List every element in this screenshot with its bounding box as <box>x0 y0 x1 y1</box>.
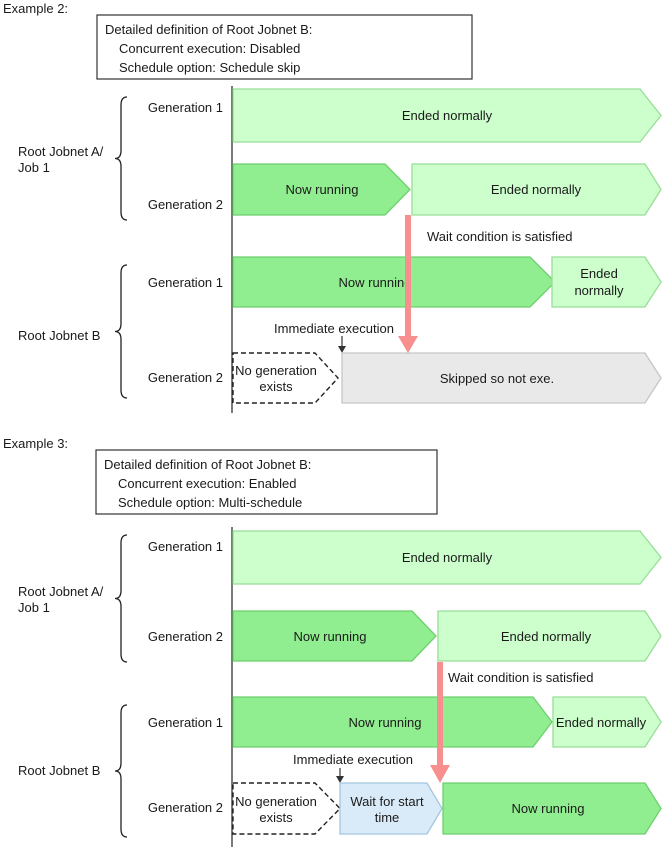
example2-a2-ended-label: Ended normally <box>491 182 582 197</box>
example2-b2-no-generation-shape <box>232 352 339 404</box>
example3-title: Example 3: <box>3 436 68 451</box>
example2-b1-ended-bar <box>551 256 662 308</box>
example2-definition-box <box>96 14 473 80</box>
example2-a2-running-bar <box>232 163 411 216</box>
example2-b2-no-generation-line1: No generation <box>235 363 317 378</box>
example3-definition-box <box>95 449 438 515</box>
example2-immediate-execution-label: Immediate execution <box>274 321 394 336</box>
example3-b1-running-bar <box>232 696 553 748</box>
example2-gen-b2-label: Generation 2 <box>148 370 223 385</box>
example3-gen-a2-label: Generation 2 <box>148 629 223 644</box>
example3-gen-a1-label: Generation 1 <box>148 539 223 554</box>
example3-b2-no-generation-line2: exists <box>259 810 293 825</box>
example3-a1-ended-bar <box>232 530 662 585</box>
example3-b2-wait-label-line2: time <box>375 810 400 825</box>
example2-immediate-arrow-head <box>338 346 346 353</box>
example2-wait-condition-label: Wait condition is satisfied <box>427 229 572 244</box>
example2-root-jobnet-a-label-line2: Job 1 <box>18 160 50 175</box>
example2-b1-running-bar <box>232 256 556 308</box>
example3-b2-no-generation-shape <box>232 782 341 835</box>
example2-b2-skipped-label: Skipped so not exe. <box>440 371 554 386</box>
example2-b2-skipped-bar <box>341 352 662 404</box>
example3-a2-ended-bar <box>437 610 662 662</box>
example3-b1-running-label: Now running <box>349 715 422 730</box>
example3-jobnet-b-brace <box>114 704 128 838</box>
example3-b2-running-label: Now running <box>512 801 585 816</box>
example2-a1-ended-bar <box>232 88 662 143</box>
example2-root-jobnet-a-label-line1: Root Jobnet A/ <box>18 144 104 159</box>
example2-gen-a2-label: Generation 2 <box>148 197 223 212</box>
example3-wait-arrow-head <box>430 765 450 783</box>
example2-a2-running-label: Now running <box>286 182 359 197</box>
example3-b2-no-generation-line1: No generation <box>235 794 317 809</box>
example2-b1-running-label: Now running <box>339 275 412 290</box>
example3-definition-line2: Concurrent execution: Enabled <box>118 476 297 491</box>
example3-definition-line1: Detailed definition of Root Jobnet B: <box>104 457 311 472</box>
example3-wait-condition-label: Wait condition is satisfied <box>448 670 593 685</box>
example2-a2-ended-bar <box>411 163 662 216</box>
example3-root-jobnet-a-label-line1: Root Jobnet A/ <box>18 584 104 599</box>
example2-title: Example 2: <box>3 1 68 16</box>
example2-root-jobnet-b-label: Root Jobnet B <box>18 328 100 343</box>
example2-b2-no-generation-line2: exists <box>259 379 293 394</box>
example3-b2-wait-bar <box>339 782 443 835</box>
example2-a1-ended-label: Ended normally <box>402 108 493 123</box>
example3-immediate-execution-label: Immediate execution <box>293 752 413 767</box>
example3-gen-b1-label: Generation 1 <box>148 715 223 730</box>
example3-b2-wait-label-line1: Wait for start <box>350 794 424 809</box>
example3-a2-ended-label: Ended normally <box>501 629 592 644</box>
example2-gen-b1-label: Generation 1 <box>148 275 223 290</box>
example3-a2-running-label: Now running <box>294 629 367 644</box>
example3-a1-ended-label: Ended normally <box>402 550 493 565</box>
example3-jobnet-a-brace <box>114 534 128 663</box>
example3-b1-ended-label: Ended normally <box>556 715 647 730</box>
example2-b1-ended-label-line2: normally <box>574 283 624 298</box>
example3-a2-running-bar <box>232 610 437 662</box>
example3-root-jobnet-b-label: Root Jobnet B <box>18 763 100 778</box>
example3-b2-running-bar <box>442 782 662 835</box>
example3-root-jobnet-a-label-line2: Job 1 <box>18 600 50 615</box>
example2-gen-a1-label: Generation 1 <box>148 100 223 115</box>
example3-immediate-arrow-head <box>336 776 344 783</box>
example2-wait-arrow-head <box>398 336 418 353</box>
example2-jobnet-b-brace <box>114 264 128 399</box>
example2-definition-line1: Detailed definition of Root Jobnet B: <box>105 22 312 37</box>
example2-jobnet-a-brace <box>114 96 128 221</box>
example3-b1-ended-bar <box>552 696 662 748</box>
example2-definition-line2: Concurrent execution: Disabled <box>119 41 300 56</box>
example2-definition-line3: Schedule option: Schedule skip <box>119 60 300 75</box>
example3-gen-b2-label: Generation 2 <box>148 800 223 815</box>
example3-definition-line3: Schedule option: Multi-schedule <box>118 495 302 510</box>
example2-b1-ended-label-line1: Ended <box>580 266 618 281</box>
